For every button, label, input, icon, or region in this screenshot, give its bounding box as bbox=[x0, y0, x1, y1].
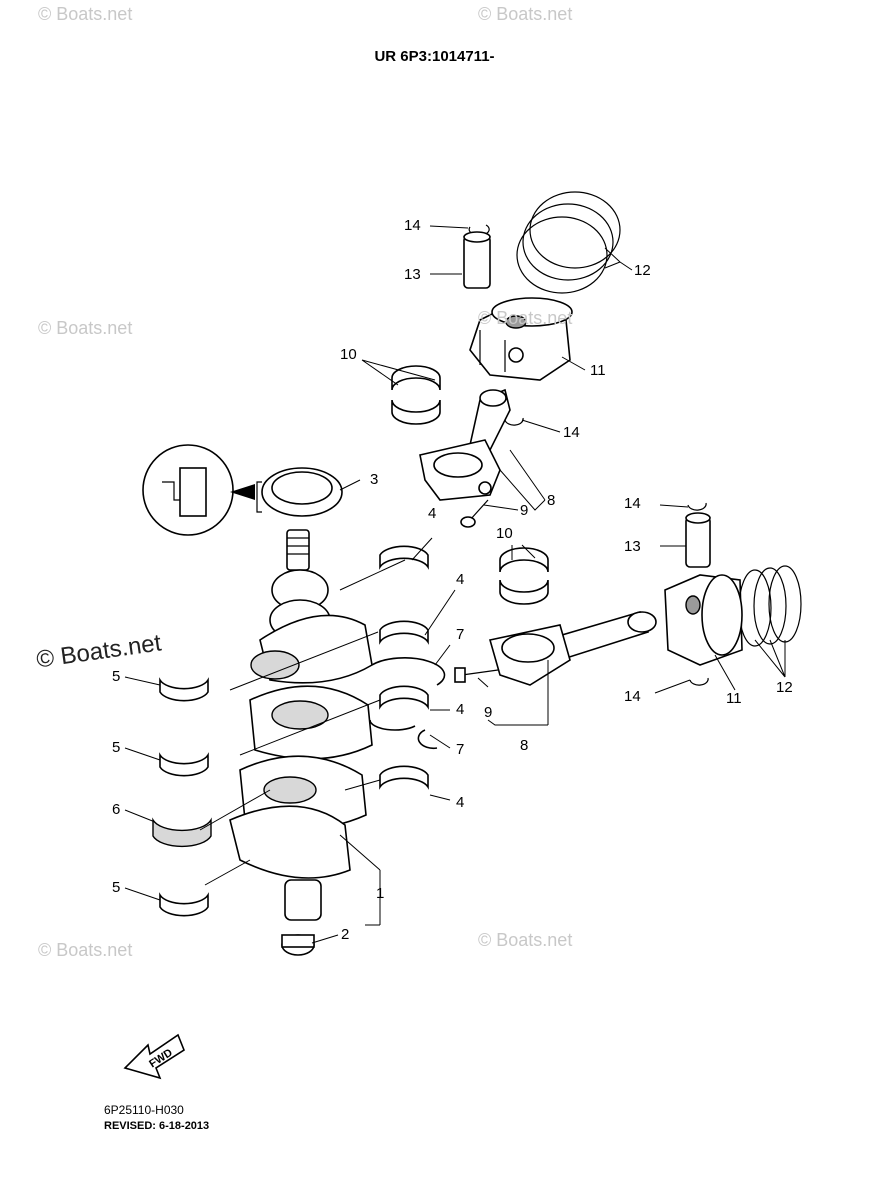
piston-upper bbox=[469, 297, 573, 381]
callout-14: 14 bbox=[404, 217, 421, 234]
watermark: © Boats.net bbox=[38, 4, 133, 24]
callout-12: 12 bbox=[634, 262, 651, 279]
callout-4: 4 bbox=[428, 505, 437, 522]
callout-8: 8 bbox=[547, 492, 556, 509]
callout-11: 11 bbox=[590, 362, 606, 379]
callout-13: 13 bbox=[624, 538, 641, 555]
callout-14: 14 bbox=[563, 424, 580, 441]
crankshaft bbox=[229, 529, 373, 921]
piston-rings-lower bbox=[738, 565, 802, 647]
callout-11: 11 bbox=[726, 690, 742, 707]
callout-7: 7 bbox=[456, 626, 465, 643]
piston-pin-upper bbox=[463, 231, 491, 289]
revised-date: REVISED: 6-18-2013 bbox=[104, 1120, 210, 1132]
callout-5: 5 bbox=[112, 739, 121, 756]
callout-14: 14 bbox=[624, 495, 641, 512]
callout-5: 5 bbox=[112, 668, 121, 685]
crank-ring bbox=[281, 934, 315, 956]
piston-rings-upper bbox=[516, 191, 621, 294]
connecting-rod-upper bbox=[419, 388, 511, 501]
callout-12: 12 bbox=[776, 679, 793, 696]
watermark: © Boats.net bbox=[38, 940, 133, 960]
callout-2: 2 bbox=[341, 926, 350, 943]
callout-9: 9 bbox=[484, 704, 493, 721]
callout-4: 4 bbox=[456, 701, 465, 718]
watermark: © Boats.net bbox=[478, 930, 573, 950]
callout-6: 6 bbox=[112, 801, 121, 818]
main-bearings-left bbox=[152, 677, 212, 917]
callout-1: 1 bbox=[376, 885, 385, 902]
piston-lower bbox=[664, 574, 743, 666]
circlip-lower bbox=[687, 502, 707, 511]
rod-bolt-upper bbox=[460, 499, 489, 528]
main-bearings-right bbox=[369, 545, 446, 790]
callout-13: 13 bbox=[404, 266, 421, 283]
callout-5: 5 bbox=[112, 879, 121, 896]
callout-14: 14 bbox=[624, 688, 641, 705]
callout-10: 10 bbox=[340, 346, 357, 363]
rod-bolt-lower bbox=[454, 667, 499, 683]
callout-4: 4 bbox=[456, 794, 465, 811]
bearing-lower bbox=[499, 547, 549, 605]
circlip-upper-2 bbox=[504, 417, 524, 426]
watermark: © Boats.net bbox=[38, 318, 133, 338]
oil-seal bbox=[261, 467, 343, 517]
page-title: UR 6P3:1014711- bbox=[374, 48, 495, 65]
connecting-rod-lower bbox=[488, 611, 657, 686]
oil-seal-detail bbox=[142, 444, 262, 536]
piston-pin-lower bbox=[685, 512, 711, 568]
bearing-upper bbox=[391, 365, 441, 425]
leader-lines bbox=[124, 225, 786, 944]
circlip-lower-2 bbox=[689, 677, 709, 686]
callout-10: 10 bbox=[496, 525, 513, 542]
watermark: © Boats.net bbox=[478, 4, 573, 24]
callout-3: 3 bbox=[370, 471, 379, 488]
callout-4: 4 bbox=[456, 571, 465, 588]
callout-9: 9 bbox=[520, 502, 529, 519]
watermark: © Boats.net bbox=[478, 308, 573, 328]
fwd-arrow bbox=[123, 1033, 185, 1080]
diagram-number: 6P25110-H030 bbox=[104, 1103, 184, 1117]
callout-8: 8 bbox=[520, 737, 529, 754]
callout-7: 7 bbox=[456, 741, 465, 758]
